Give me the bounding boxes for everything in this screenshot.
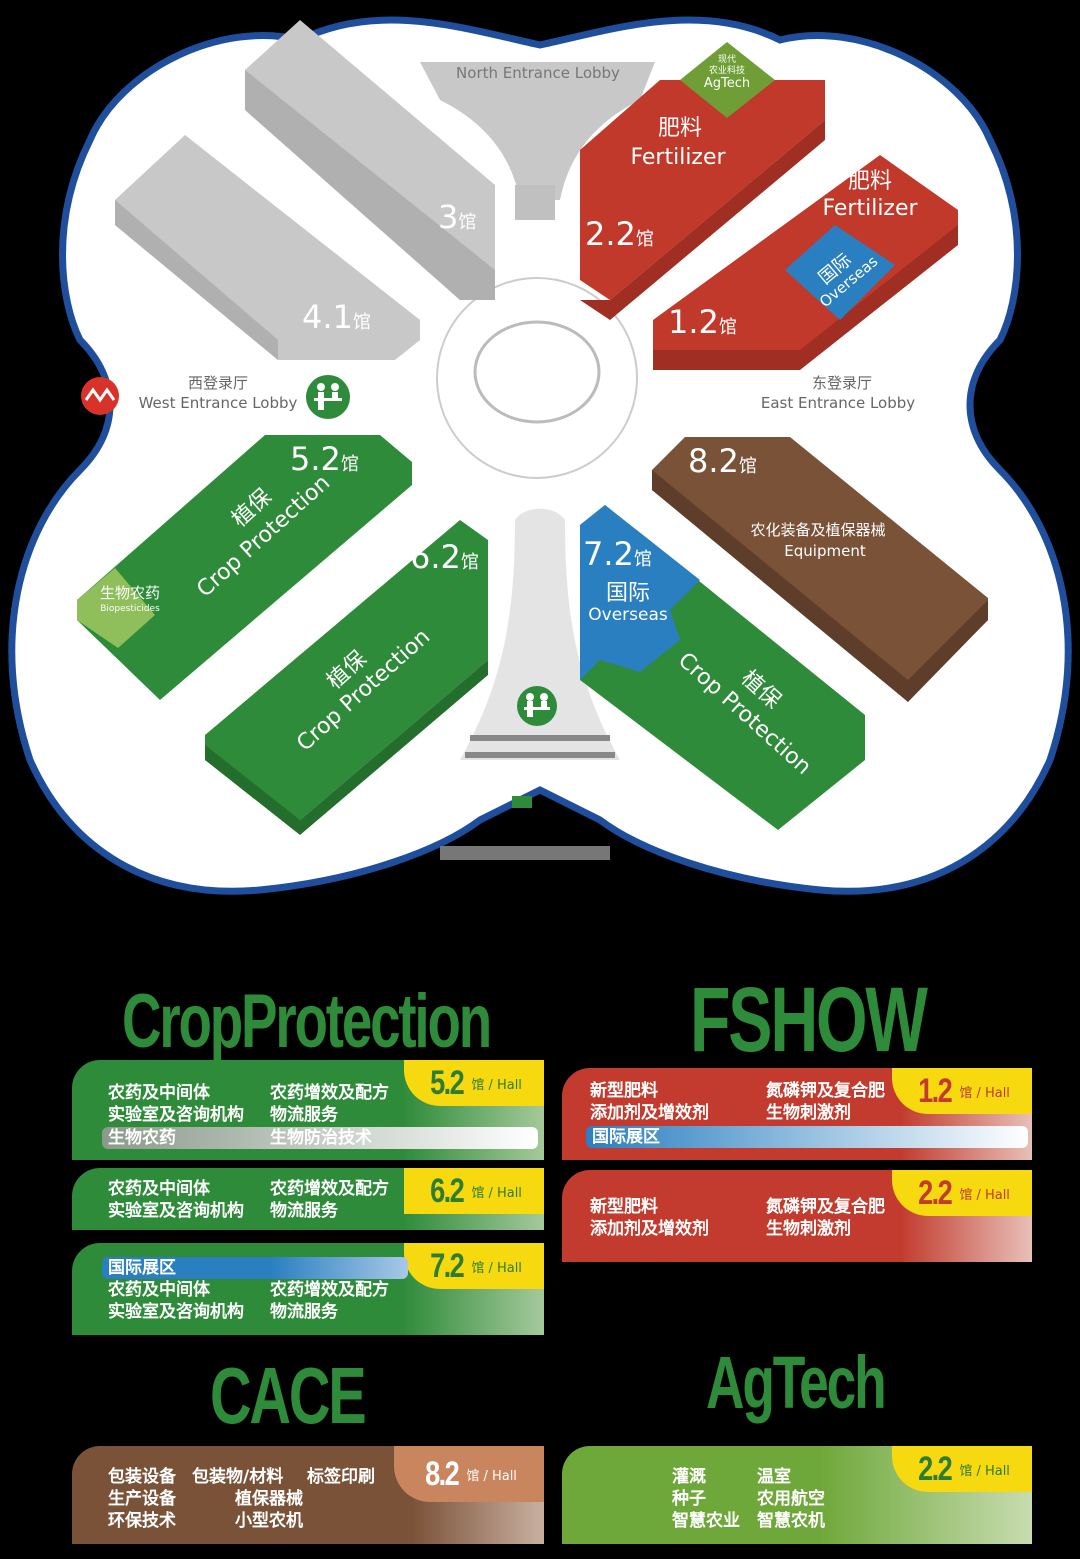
category: 添加剂及增效剂: [590, 1219, 709, 1239]
svg-text:肥料: 肥料: [658, 116, 702, 141]
svg-text:Equipment: Equipment: [784, 542, 866, 560]
svg-text:农业科技: 农业科技: [709, 64, 745, 76]
international-zone-highlight: 国际展区: [586, 1126, 1028, 1148]
svg-text:Fertilizer: Fertilizer: [630, 145, 726, 170]
biopesticides-zone: [77, 568, 155, 648]
svg-text:西登录厅: 西登录厅: [188, 374, 248, 392]
fshow-logo: FSHOW: [690, 969, 928, 1071]
svg-text:生物农药: 生物农药: [100, 584, 160, 602]
category: 物流服务: [270, 1302, 338, 1322]
category: 生物刺激剂: [766, 1219, 851, 1239]
hall-3[interactable]: 3馆: [0, 0, 495, 300]
south-label: [440, 846, 610, 860]
category: 生物刺激剂: [766, 1103, 851, 1123]
hall-2-2[interactable]: 现代 农业科技 AgTech 肥料 Fertilizer 2.2馆: [580, 42, 825, 320]
registration-desk-icon: [306, 375, 350, 419]
agtech-logo: AgTech: [706, 1341, 887, 1424]
svg-text:现代: 现代: [718, 54, 736, 65]
category: 物流服务: [270, 1105, 338, 1125]
floor-plan-map: North Entrance Lobby 3馆 4.1馆 现代 农业科技 AgT…: [0, 0, 1072, 895]
overseas-zone: [580, 505, 700, 680]
category: 实验室及咨询机构: [108, 1105, 244, 1125]
hall-6-2[interactable]: 植保 Crop Protection 6.2馆: [205, 520, 488, 835]
category: 物流服务: [270, 1201, 338, 1221]
hall-4-1[interactable]: 4.1馆: [115, 135, 420, 360]
central-plaza: [436, 277, 638, 479]
biopesticides-highlight: 生物农药 生物防治技术: [102, 1127, 538, 1149]
registration-desk-icon: [517, 686, 557, 726]
category: 农用航空: [757, 1489, 825, 1509]
category: 环保技术: [108, 1511, 176, 1531]
category: 植保器械: [235, 1489, 303, 1509]
svg-text:East Entrance Lobby: East Entrance Lobby: [761, 394, 915, 412]
category: 实验室及咨询机构: [108, 1201, 244, 1221]
category: 添加剂及增效剂: [590, 1103, 709, 1123]
svg-text:7.2馆: 7.2馆: [583, 535, 652, 573]
svg-text:West Entrance Lobby: West Entrance Lobby: [139, 394, 298, 412]
category: 氮磷钾及复合肥: [766, 1197, 885, 1217]
svg-text:肥料: 肥料: [848, 169, 892, 194]
hall-5-2[interactable]: 生物农药 Biopesticides 植保 Crop Protection 5.…: [77, 435, 412, 700]
cace-logo: CACE: [210, 1351, 367, 1440]
category: 新型肥料: [590, 1081, 658, 1101]
category: 包装物/材料: [192, 1467, 284, 1487]
overseas-zone: [785, 225, 895, 320]
south-label-badge: [512, 796, 532, 808]
category: 种子: [672, 1489, 706, 1509]
category: 温室: [757, 1467, 791, 1487]
west-entrance-lobby[interactable]: 西登录厅 West Entrance Lobby: [139, 374, 298, 412]
east-entrance-lobby[interactable]: 东登录厅 East Entrance Lobby: [761, 374, 915, 412]
category: 小型农机: [235, 1511, 303, 1531]
hall-8-2[interactable]: 8.2馆 农化装备及植保器械 Equipment: [652, 437, 988, 702]
category: 标签印刷: [307, 1467, 375, 1487]
category: 氮磷钾及复合肥: [766, 1081, 885, 1101]
international-zone-highlight: 国际展区: [102, 1257, 408, 1279]
metro-icon: [81, 377, 119, 415]
svg-text:国际: 国际: [606, 581, 650, 606]
category: 新型肥料: [590, 1197, 658, 1217]
north-entrance-lobby[interactable]: North Entrance Lobby: [420, 62, 655, 220]
category: 农药及中间体: [108, 1179, 210, 1199]
hall-7-2[interactable]: 7.2馆 国际 Overseas 植保 Crop Protection: [580, 505, 865, 830]
svg-text:东登录厅: 东登录厅: [812, 374, 872, 392]
svg-text:6.2馆: 6.2馆: [410, 538, 479, 576]
category: 智慧农业: [672, 1511, 740, 1531]
svg-text:Biopesticides: Biopesticides: [100, 604, 160, 614]
category: 农药及中间体: [108, 1280, 210, 1300]
agtech-zone: [680, 42, 775, 118]
category: 智慧农机: [757, 1511, 825, 1531]
category: 农药及中间体: [108, 1083, 210, 1103]
category: 农药增效及配方: [270, 1179, 389, 1199]
category: 农药增效及配方: [270, 1280, 389, 1300]
svg-text:Fertilizer: Fertilizer: [822, 196, 918, 221]
category: 农药增效及配方: [270, 1083, 389, 1103]
category: 灌溉: [672, 1467, 706, 1487]
south-entrance: [460, 508, 620, 760]
category: 实验室及咨询机构: [108, 1302, 244, 1322]
category: 生产设备: [108, 1489, 176, 1509]
svg-text:Overseas: Overseas: [588, 605, 668, 625]
svg-text:农化装备及植保器械: 农化装备及植保器械: [750, 521, 885, 539]
crop-protection-logo: CropProtection: [122, 979, 492, 1064]
svg-text:AgTech: AgTech: [704, 76, 750, 91]
hall-1-2[interactable]: 国际 Overseas 肥料 Fertilizer 1.2馆: [653, 155, 958, 370]
svg-text:North Entrance Lobby: North Entrance Lobby: [456, 64, 620, 82]
category: 包装设备: [108, 1467, 176, 1487]
